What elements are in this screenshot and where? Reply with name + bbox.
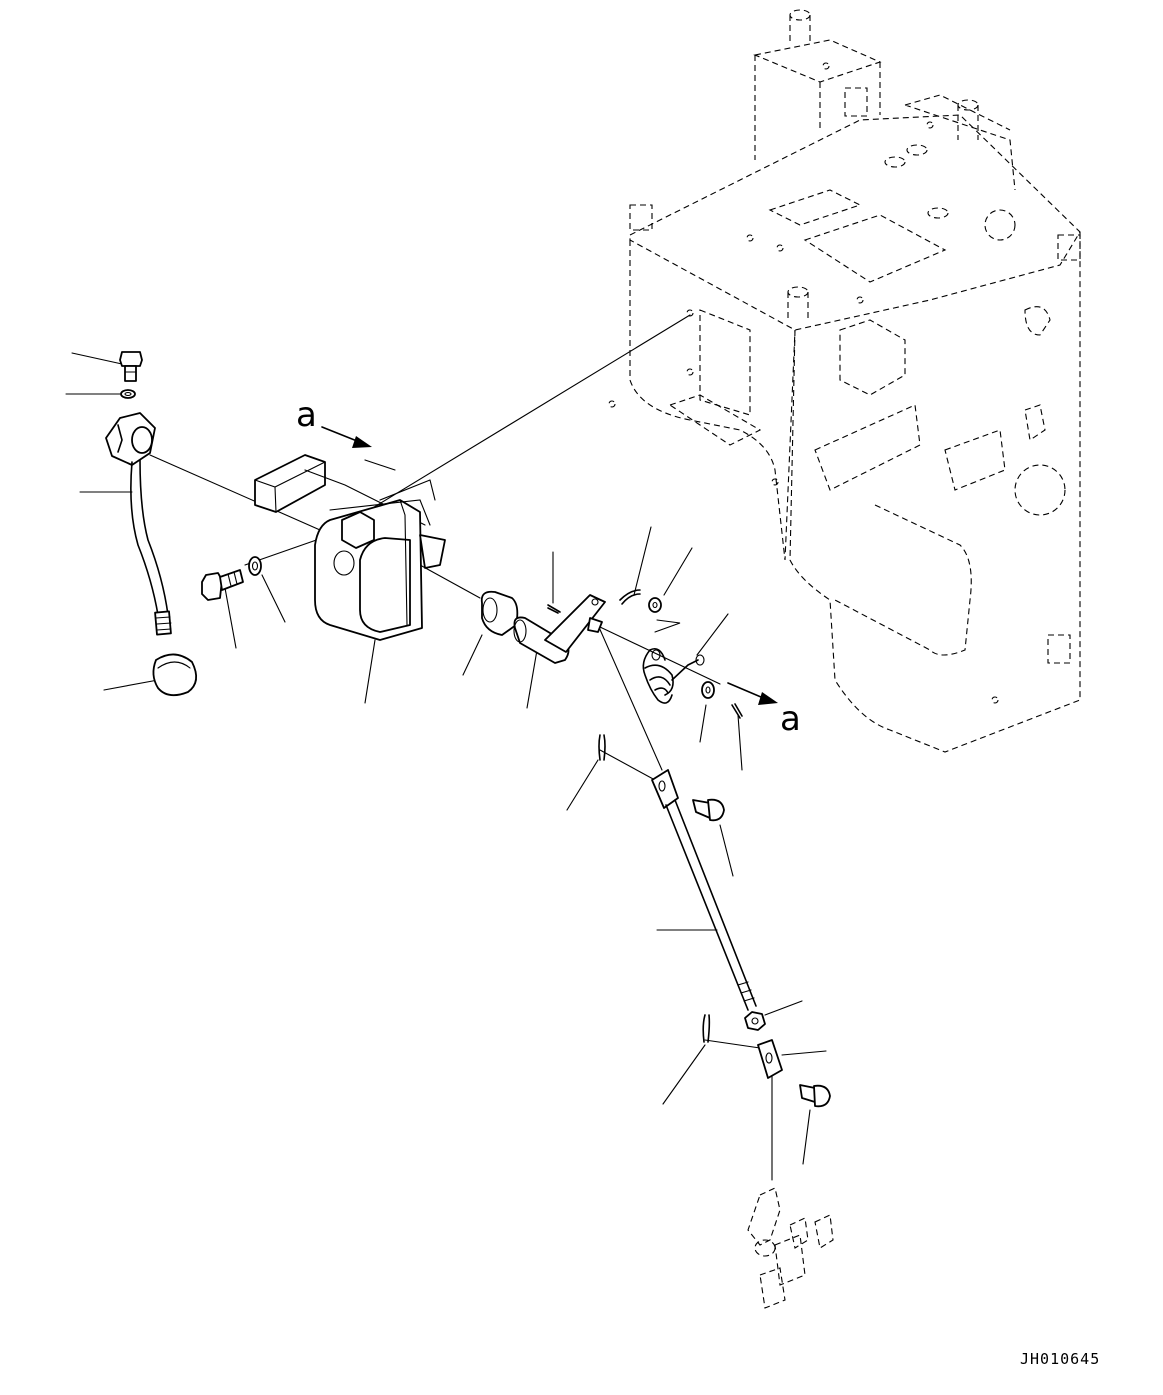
flat-washer (248, 556, 262, 576)
stop-lever (544, 594, 606, 653)
split-pin-lower (731, 703, 743, 719)
stop-solenoid (314, 499, 446, 641)
cotter-pin (547, 604, 561, 614)
spacer-sleeve (480, 590, 519, 636)
lock-washer (120, 389, 136, 399)
view-arrow-end: a (727, 682, 801, 739)
upper-split-pin (598, 734, 606, 761)
split-pin (619, 589, 641, 605)
lower-split-pin (702, 1014, 711, 1043)
lower-clevis-pin (799, 1084, 831, 1108)
washer-upper (648, 597, 662, 613)
upper-clevis (651, 769, 679, 809)
cable-assembly (130, 459, 172, 636)
rubber-cap (152, 653, 198, 697)
lock-nut (744, 1011, 766, 1031)
upper-clevis-pin (692, 798, 725, 822)
return-spring (642, 647, 705, 704)
view-arrow-start: a (296, 395, 372, 448)
view-label-start: a (296, 395, 317, 435)
drawing-code: JH010645 (1020, 1350, 1100, 1368)
lower-clevis (757, 1039, 783, 1079)
mounting-bolt (201, 569, 244, 601)
leader-lines (65, 314, 827, 1181)
control-rod (665, 799, 757, 1011)
hex-bolt (119, 351, 143, 382)
view-label-end: a (780, 699, 801, 739)
washer-lower (701, 681, 715, 699)
governor-lever-phantom (747, 1187, 834, 1309)
cable-clamp (105, 412, 156, 466)
phantom-frame (608, 9, 1081, 753)
